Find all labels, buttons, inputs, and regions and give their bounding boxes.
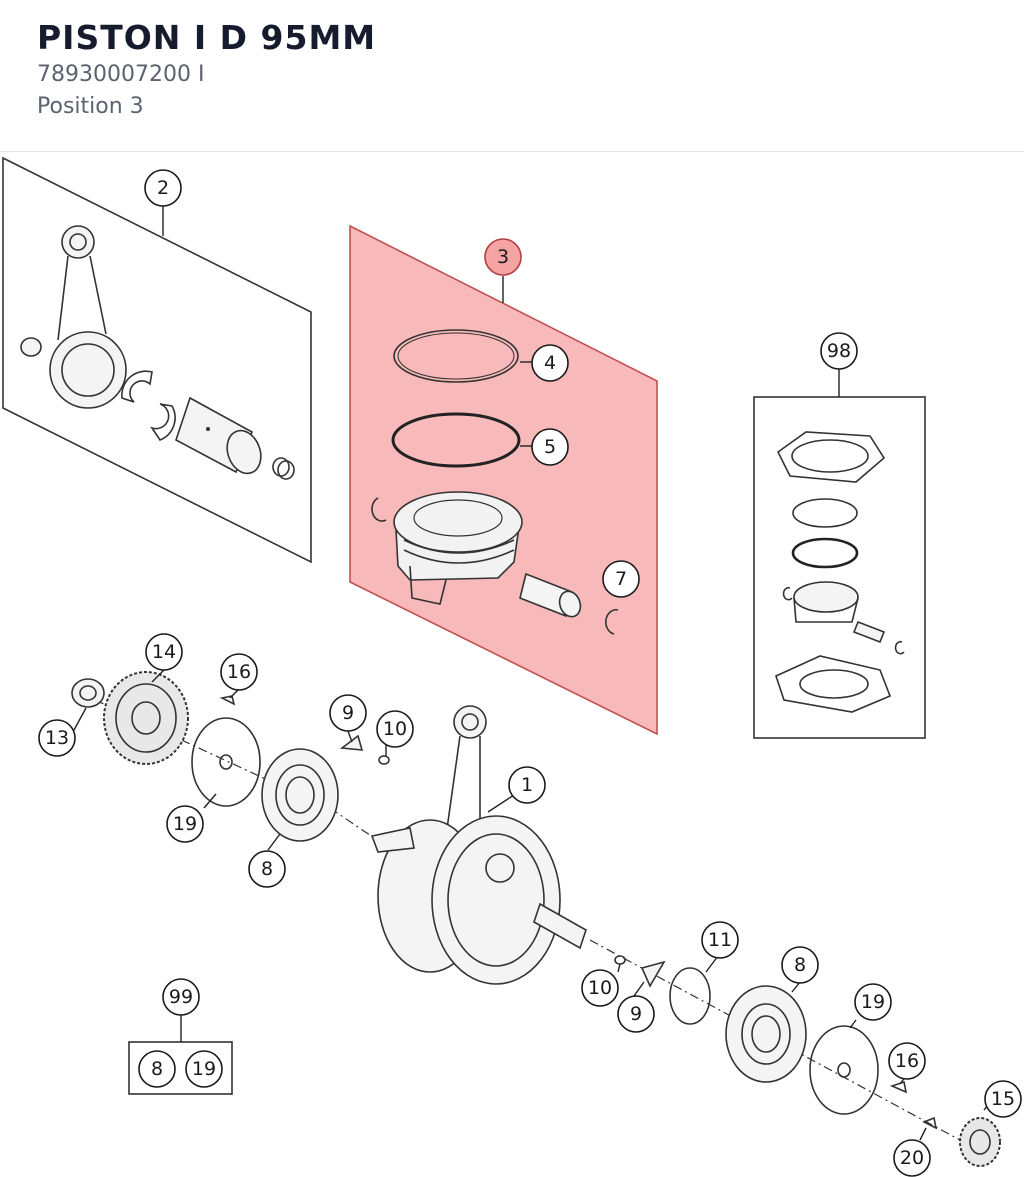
- callout-99[interactable]: 99: [162, 978, 200, 1016]
- callout-16-left[interactable]: 16: [220, 653, 258, 691]
- svg-text:15: 15: [991, 1088, 1015, 1110]
- kit99-item-19[interactable]: 19: [185, 1050, 223, 1088]
- svg-text:3: 3: [497, 246, 509, 268]
- kit99-item-8[interactable]: 8: [138, 1050, 176, 1088]
- crankshaft-assembly: [71, 671, 1001, 1167]
- svg-text:1: 1: [521, 774, 533, 796]
- svg-text:4: 4: [544, 352, 556, 374]
- callout-15[interactable]: 15: [984, 1080, 1022, 1118]
- callout-1[interactable]: 1: [508, 766, 546, 804]
- part-position: Position 3: [37, 94, 144, 119]
- svg-text:5: 5: [544, 436, 556, 458]
- svg-text:16: 16: [895, 1050, 919, 1072]
- svg-text:2: 2: [157, 177, 169, 199]
- callout-10-right[interactable]: 10: [581, 969, 619, 1007]
- callout-20[interactable]: 20: [893, 1139, 931, 1177]
- svg-text:9: 9: [630, 1003, 642, 1025]
- svg-text:19: 19: [861, 991, 885, 1013]
- callout-19-left[interactable]: 19: [166, 805, 204, 843]
- svg-text:14: 14: [152, 641, 176, 663]
- svg-text:8: 8: [151, 1058, 163, 1080]
- callout-3[interactable]: 3: [484, 238, 522, 276]
- svg-text:99: 99: [169, 986, 193, 1008]
- callout-19-right[interactable]: 19: [854, 983, 892, 1021]
- callout-5[interactable]: 5: [531, 428, 569, 466]
- callout-4[interactable]: 4: [531, 344, 569, 382]
- svg-text:8: 8: [261, 858, 273, 880]
- callout-13[interactable]: 13: [38, 719, 76, 757]
- svg-text:10: 10: [588, 977, 612, 999]
- callout-98[interactable]: 98: [820, 332, 858, 370]
- callout-10-left[interactable]: 10: [376, 710, 414, 748]
- svg-text:19: 19: [173, 813, 197, 835]
- page-header: PISTON I D 95MM 78930007200 I Position 3: [0, 0, 1024, 152]
- part-title: PISTON I D 95MM: [37, 18, 377, 57]
- callout-11[interactable]: 11: [701, 921, 739, 959]
- svg-text:13: 13: [45, 727, 69, 749]
- callout-16-right[interactable]: 16: [888, 1042, 926, 1080]
- svg-text:9: 9: [342, 702, 354, 724]
- callout-2[interactable]: 2: [144, 169, 182, 207]
- svg-text:7: 7: [615, 568, 627, 590]
- gasket-kit-panel: [753, 369, 926, 739]
- callout-8-right[interactable]: 8: [781, 946, 819, 984]
- callout-9-left[interactable]: 9: [329, 694, 367, 732]
- exploded-parts-diagram: 1 2 3 4 5 7 8 8 9 9 10 10 11 13 14 15 16…: [2, 156, 1022, 1177]
- svg-text:10: 10: [383, 718, 407, 740]
- conrod-kit-panel: [2, 156, 312, 564]
- svg-text:8: 8: [794, 954, 806, 976]
- callout-9-right[interactable]: 9: [617, 995, 655, 1033]
- svg-text:16: 16: [227, 661, 251, 683]
- part-number: 78930007200 I: [37, 62, 205, 87]
- callout-14[interactable]: 14: [145, 633, 183, 671]
- callout-8-left[interactable]: 8: [248, 850, 286, 888]
- svg-text:20: 20: [900, 1147, 924, 1169]
- svg-text:11: 11: [708, 929, 732, 951]
- svg-text:98: 98: [827, 340, 851, 362]
- svg-text:19: 19: [192, 1058, 216, 1080]
- leader-lines: [73, 669, 991, 1141]
- piston-kit-panel: [349, 224, 658, 736]
- callout-7[interactable]: 7: [602, 560, 640, 598]
